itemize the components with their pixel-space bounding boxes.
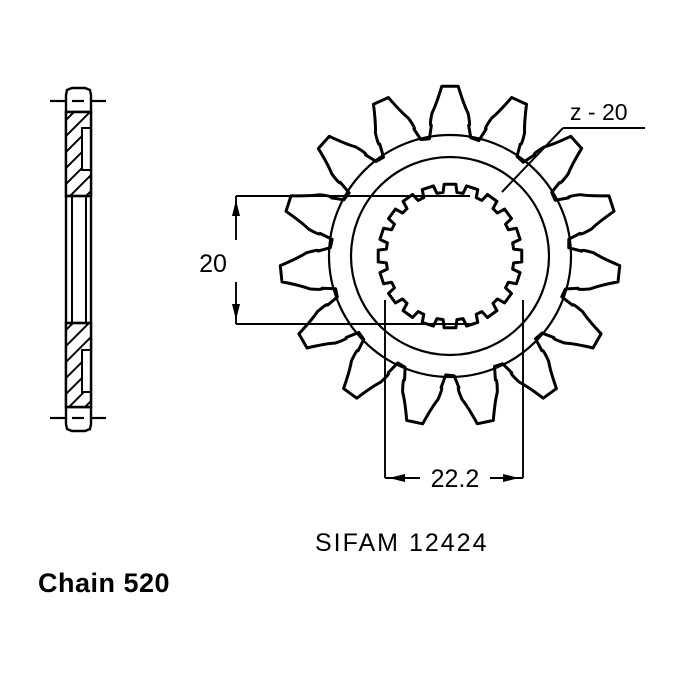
teeth-callout-label: z - 20 <box>570 99 628 125</box>
vertical-dimension-20: 20 <box>199 195 470 325</box>
horizontal-dimension-label: 22.2 <box>431 465 480 493</box>
chain-spec-label: Chain 520 <box>38 568 170 598</box>
outer-body-circle <box>327 133 573 379</box>
section-lower-hub <box>64 321 93 409</box>
horizontal-dimension-22-2: 22.2 <box>384 300 524 493</box>
part-number-label: SIFAM 12424 <box>315 529 488 557</box>
section-upper-hub <box>64 110 93 198</box>
vdim-arrow-bottom <box>232 304 240 320</box>
spline-bore-profile <box>376 182 524 330</box>
hdim-arrow-right <box>503 474 519 482</box>
teeth-callout: z - 20 <box>501 99 645 193</box>
front-face-view <box>278 84 622 426</box>
callout-leader-line <box>501 127 564 193</box>
inner-body-circle <box>349 155 551 357</box>
side-section-view <box>50 86 106 433</box>
vdim-arrow-top <box>232 200 240 216</box>
vertical-dimension-label: 20 <box>199 250 227 278</box>
hdim-arrow-left <box>389 474 405 482</box>
